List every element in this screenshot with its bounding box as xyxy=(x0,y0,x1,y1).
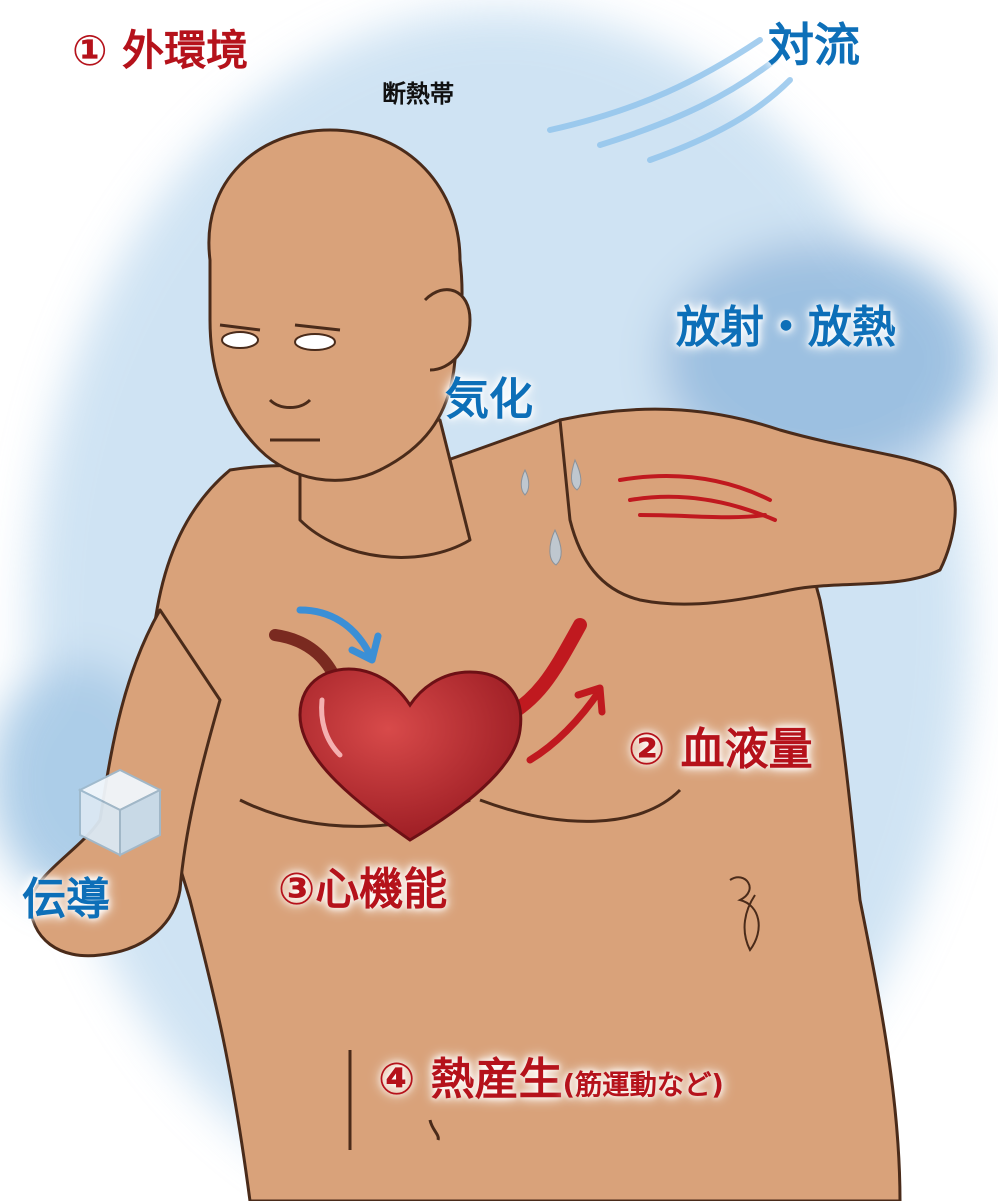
heat-production-note: (筋運動など) xyxy=(563,1070,724,1101)
convection-label: 対流 xyxy=(768,22,860,68)
insulation-layer-label: 断熱帯 xyxy=(382,82,454,106)
radiation-label: 放射・放熱 xyxy=(676,306,896,350)
heat-production-label: ④ 熱産生(筋運動など) xyxy=(378,1058,724,1102)
blood-volume-label: ② 血液量 xyxy=(628,728,813,772)
conduction-label: 伝導 xyxy=(22,878,110,922)
external-environment-label: ① 外環境 xyxy=(72,30,248,72)
cardiac-function-label: ③心機能 xyxy=(278,868,447,912)
heat-production-main: ④ 熱産生 xyxy=(378,1054,563,1105)
evaporation-label: 気化 xyxy=(445,378,533,422)
